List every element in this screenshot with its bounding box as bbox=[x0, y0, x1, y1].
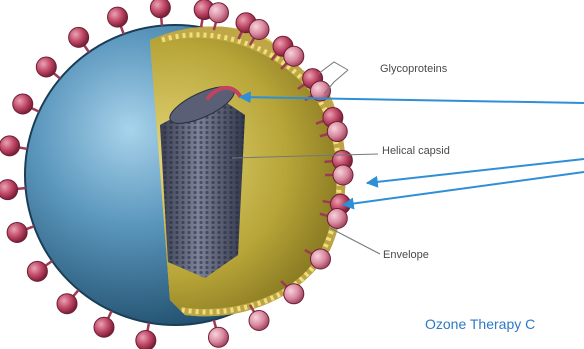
caption: Ozone Therapy C bbox=[425, 317, 535, 331]
spike-head bbox=[0, 136, 20, 156]
spike-head bbox=[27, 261, 47, 281]
spike-head bbox=[208, 327, 228, 347]
spike-head bbox=[13, 94, 33, 114]
spike-head bbox=[208, 3, 228, 23]
spike-head bbox=[284, 284, 304, 304]
label-helical-capsid: Helical capsid bbox=[382, 146, 450, 157]
label-glycoproteins: Glycoproteins bbox=[380, 64, 447, 75]
spike-head bbox=[108, 7, 128, 27]
spike-head bbox=[36, 57, 56, 77]
spike-head bbox=[94, 317, 114, 337]
spike-head bbox=[7, 222, 27, 242]
spike-head bbox=[249, 310, 269, 330]
spike-head bbox=[69, 27, 89, 47]
spike-head bbox=[150, 0, 170, 18]
spike-head bbox=[0, 180, 18, 200]
spike-head bbox=[327, 208, 347, 228]
spike-head bbox=[249, 20, 269, 40]
spike-head bbox=[284, 46, 304, 66]
label-envelope: Envelope bbox=[383, 250, 429, 261]
spike-head bbox=[327, 122, 347, 142]
spike-head bbox=[333, 165, 353, 185]
spike-head bbox=[310, 249, 330, 269]
spike-head bbox=[57, 294, 77, 314]
spike-head bbox=[136, 330, 156, 349]
